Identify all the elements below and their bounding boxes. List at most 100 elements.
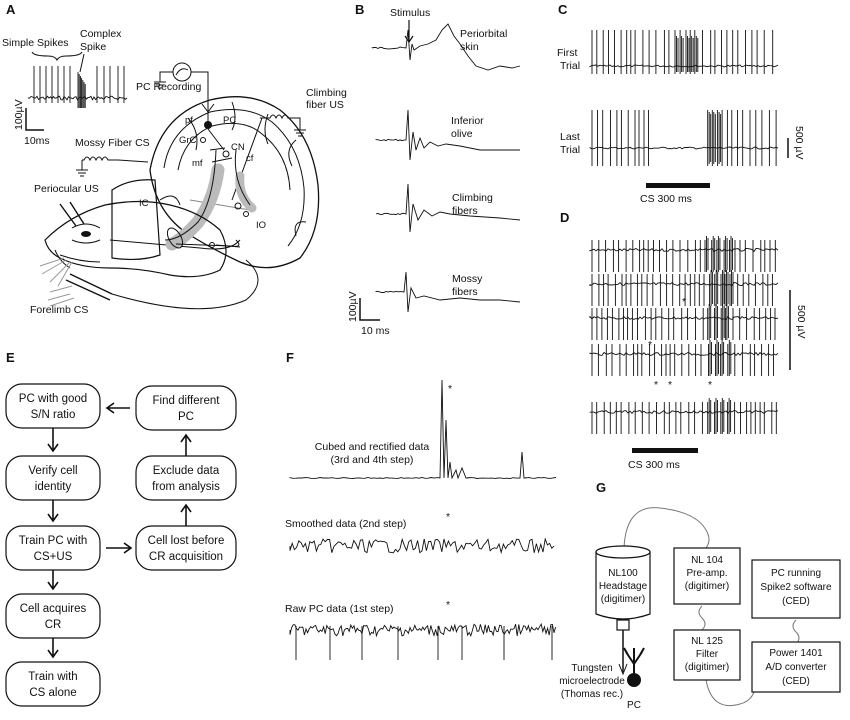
complex-spike-star: *: [708, 379, 712, 391]
panel-c-letter: C: [558, 2, 568, 17]
mf-label: mf: [192, 158, 203, 169]
svg-text:Verify cell: Verify cell: [28, 465, 77, 477]
panel-c: C First Trial Last Trial 500 µV CS 300 m…: [557, 2, 805, 205]
scale-d-voltage: 500 µV: [795, 305, 807, 339]
box-lost: Cell lost before CR acquisition: [135, 525, 237, 571]
svg-text:Headstage: Headstage: [599, 581, 648, 592]
svg-text:(digitimer): (digitimer): [685, 662, 729, 673]
raw-trace: [289, 622, 557, 638]
svg-text:CS+US: CS+US: [34, 551, 73, 563]
mossy-fibers-label-1: Mossy: [452, 273, 483, 285]
panel-b: B Stimulus Periorbital skin Inferior oli…: [347, 2, 521, 337]
panel-d: D ***** 500 µV CS 300 ms: [560, 210, 807, 471]
climbing-fibers-label-1: Climbing: [452, 192, 493, 204]
svg-text:Power 1401: Power 1401: [769, 648, 823, 659]
periocular-electrodes: [59, 201, 85, 227]
last-trial-label-2: Trial: [560, 144, 580, 156]
pc-label-g: PC: [627, 700, 641, 711]
inferior-olive-label-2: olive: [451, 128, 473, 140]
periorbital-label-1: Periorbital: [460, 28, 507, 40]
svg-text:CS alone: CS alone: [29, 687, 76, 699]
pc-cell-icon: [623, 647, 645, 687]
svg-text:Pre-amp.: Pre-amp.: [686, 568, 727, 579]
raster-baseline: [589, 281, 779, 287]
complex-spike-star: *: [654, 379, 658, 391]
mossy-fiber-stim-icon: [76, 156, 149, 177]
box-pc-good: PC with good S/N ratio: [5, 383, 101, 429]
electrode-label-2: microelectrode: [559, 676, 625, 687]
first-trial-baseline: [589, 64, 779, 68]
svg-text:Train with: Train with: [28, 671, 77, 683]
svg-text:Cell acquires: Cell acquires: [20, 603, 87, 615]
complex-spike-markers: *****: [648, 296, 712, 391]
svg-text:PC with good: PC with good: [19, 393, 87, 405]
cs-label-d: CS 300 ms: [628, 459, 680, 471]
climbing-fibers-trace: [375, 183, 521, 233]
scale-bar-a: [25, 108, 44, 131]
svg-text:S/N ratio: S/N ratio: [31, 409, 76, 421]
raster-baseline: [589, 315, 779, 320]
panel-e: E PC with good S/N ratio Verify cell ide…: [5, 350, 237, 707]
box-exclude: Exclude data from analysis: [135, 455, 237, 501]
complex-spike-label-1: Complex: [80, 28, 122, 40]
svg-text:(digitimer): (digitimer): [685, 581, 729, 592]
cn-label: CN: [231, 142, 245, 153]
scale-b-time: 10 ms: [361, 325, 390, 337]
complex-spike-star: *: [682, 296, 686, 308]
periocular-us-label: Periocular US: [34, 183, 99, 195]
svg-text:Filter: Filter: [696, 649, 719, 660]
pc-recording-label: PC Recording: [136, 81, 202, 93]
smoothed-trace: [289, 537, 555, 555]
scale-bar-b: [359, 298, 380, 321]
box-train-cs: Train with CS alone: [5, 661, 101, 707]
svg-text:CR: CR: [45, 619, 62, 631]
cs-bar-d: [632, 448, 698, 453]
pc-running-box: PC running Spike2 software (CED): [751, 559, 841, 619]
cf-label: cf: [246, 153, 254, 164]
purkinje-cell-icon: [201, 103, 225, 151]
scale-a-time: 10ms: [24, 135, 50, 147]
cable-power-pc: [792, 619, 800, 645]
raster-baseline: [589, 351, 779, 357]
mossy-fibers-label-2: fibers: [452, 286, 478, 298]
forelimb-electrodes: [47, 259, 259, 310]
panel-g: G NL100 Headstage (digitimer) Tungsten m…: [559, 480, 841, 711]
inferior-olive-label-1: Inferior: [451, 115, 484, 127]
last-trial-spikes: [589, 110, 779, 166]
last-trial-baseline: [589, 146, 779, 150]
headstage-cylinder: NL100 Headstage (digitimer): [595, 545, 651, 676]
pf-label: pf: [185, 115, 193, 126]
complex-spike-label-2: Spike: [80, 41, 106, 53]
box-train: Train PC with CS+US: [5, 525, 101, 571]
ic-label: IC: [139, 198, 149, 209]
first-trial-label-2: Trial: [560, 60, 580, 72]
scale-c-voltage: 500 µV: [793, 126, 805, 160]
periorbital-label-2: skin: [460, 41, 479, 53]
panel-d-letter: D: [560, 210, 569, 225]
power-1401-box: Power 1401 A/D converter (CED): [751, 641, 841, 693]
cubed-trace: [289, 379, 557, 480]
brainstem-electrode: [166, 227, 184, 249]
climbing-fiber-pathway: [235, 171, 257, 213]
complex-spike-star: *: [668, 379, 672, 391]
mossy-fiber-line: [164, 149, 217, 241]
forelimb-cs-label: Forelimb CS: [30, 304, 88, 316]
panel-a: A Simple Spikes Complex Spike 100µV 10ms…: [2, 2, 347, 316]
first-trial-label-1: First: [557, 47, 577, 59]
svg-text:Find different: Find different: [153, 395, 221, 407]
last-trial-label-1: Last: [560, 131, 580, 143]
grc-label: GrC: [179, 135, 197, 146]
svg-text:NL 104: NL 104: [691, 555, 723, 566]
cubed-label-1: Cubed and rectified data: [315, 441, 430, 453]
svg-text:identity: identity: [35, 481, 72, 493]
smoothed-star: *: [446, 511, 450, 523]
svg-text:A/D converter: A/D converter: [765, 662, 827, 673]
climbing-fiber-us-label-2: fiber US: [306, 99, 344, 111]
panel-b-letter: B: [355, 2, 364, 17]
svg-text:CR acquisition: CR acquisition: [149, 551, 223, 563]
panel-f-letter: F: [286, 350, 294, 365]
pc-recording-amplifier-icon: [154, 62, 209, 110]
svg-text:NL 125: NL 125: [691, 636, 723, 647]
svg-text:Train PC with: Train PC with: [19, 535, 88, 547]
